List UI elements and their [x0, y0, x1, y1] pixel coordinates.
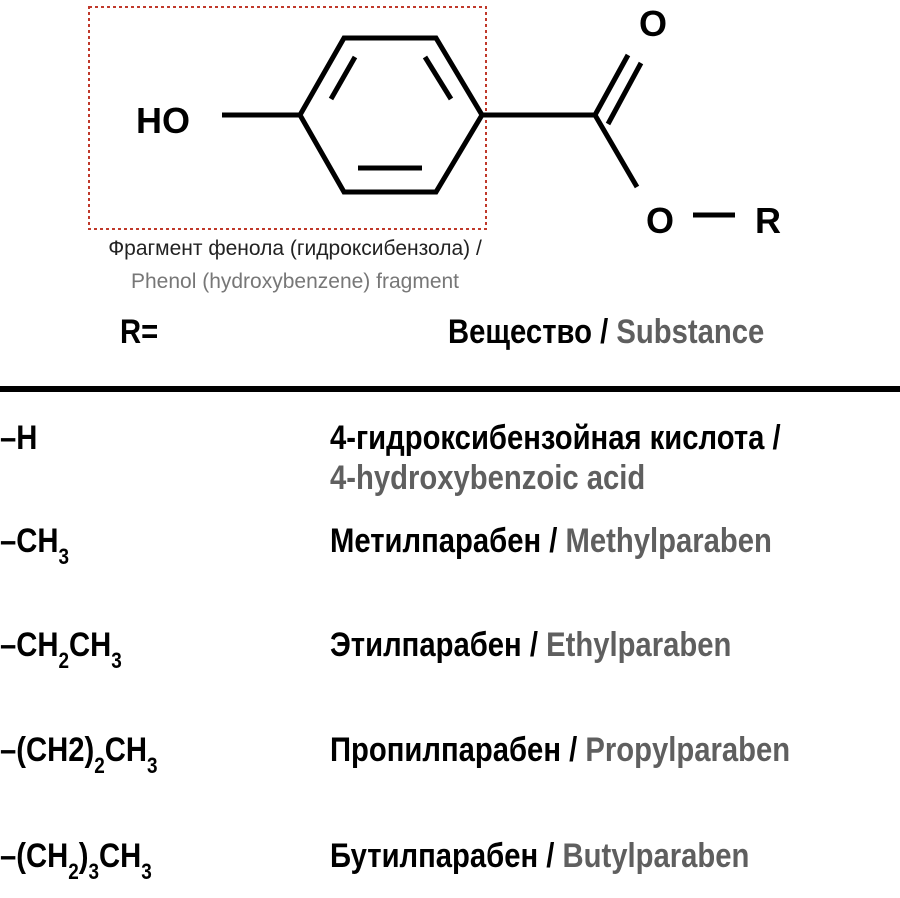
ester-oxygen-label: O [646, 200, 674, 240]
substance-name-ru: Пропилпарабен / [330, 731, 578, 769]
ester-single-bond [592, 113, 640, 189]
r-group: –H [0, 419, 38, 457]
header-rule [0, 386, 900, 392]
substance-name-en: 4-hydroxybenzoic acid [330, 459, 646, 497]
substance-name-ru: Бутилпарабен / [330, 837, 555, 875]
substance-name: 4-гидроксибензойная кислота / 4-hydroxyb… [330, 418, 781, 498]
substance-name-en: Propylparaben [585, 731, 791, 769]
substance-name: Пропилпарабен / Propylparaben [330, 730, 790, 770]
r-group: –CH2CH3 [0, 626, 122, 673]
ring-inner-bond-1 [328, 55, 358, 101]
ring-inner-bond-2 [422, 55, 454, 101]
fragment-caption-en: Phenol (hydroxybenzene) fragment [130, 270, 460, 293]
header-substance-en: Substance [616, 313, 765, 351]
r-group: –CH3 [0, 522, 70, 569]
header-substance-ru: Вещество / [448, 313, 609, 351]
r-group: –(CH2)3CH3 [0, 837, 152, 884]
column-header-substance: Вещество / Substance [448, 312, 764, 352]
substance-name-ru: Метилпарабен / [330, 522, 558, 560]
r-group: –(CH2)2CH3 [0, 731, 158, 778]
phenol-fragment-box [88, 6, 487, 230]
substance-name-ru: 4-гидроксибензойная кислота / [330, 419, 781, 457]
fragment-caption-ru: Фрагмент фенола (гидроксибензола) / [108, 237, 482, 260]
carbonyl-double-bond-2 [605, 61, 644, 126]
carbonyl-double-bond-1 [592, 53, 631, 117]
substance-name-en: Methylparaben [565, 522, 772, 560]
substance-name-en: Butylparaben [562, 837, 750, 875]
ho-label: HO [136, 100, 190, 141]
column-header-r: R= [120, 313, 159, 351]
substance-name: Метилпарабен / Methylparaben [330, 521, 772, 561]
paraben-structure: HO O O R [88, 3, 781, 240]
substance-name-en: Ethylparaben [546, 626, 732, 664]
substance-name: Бутилпарабен / Butylparaben [330, 836, 749, 876]
substance-name-ru: Этилпарабен / [330, 626, 538, 664]
substance-name: Этилпарабен / Ethylparaben [330, 625, 731, 665]
carbonyl-oxygen-label: O [639, 3, 667, 44]
r-group-label: R [755, 200, 781, 240]
